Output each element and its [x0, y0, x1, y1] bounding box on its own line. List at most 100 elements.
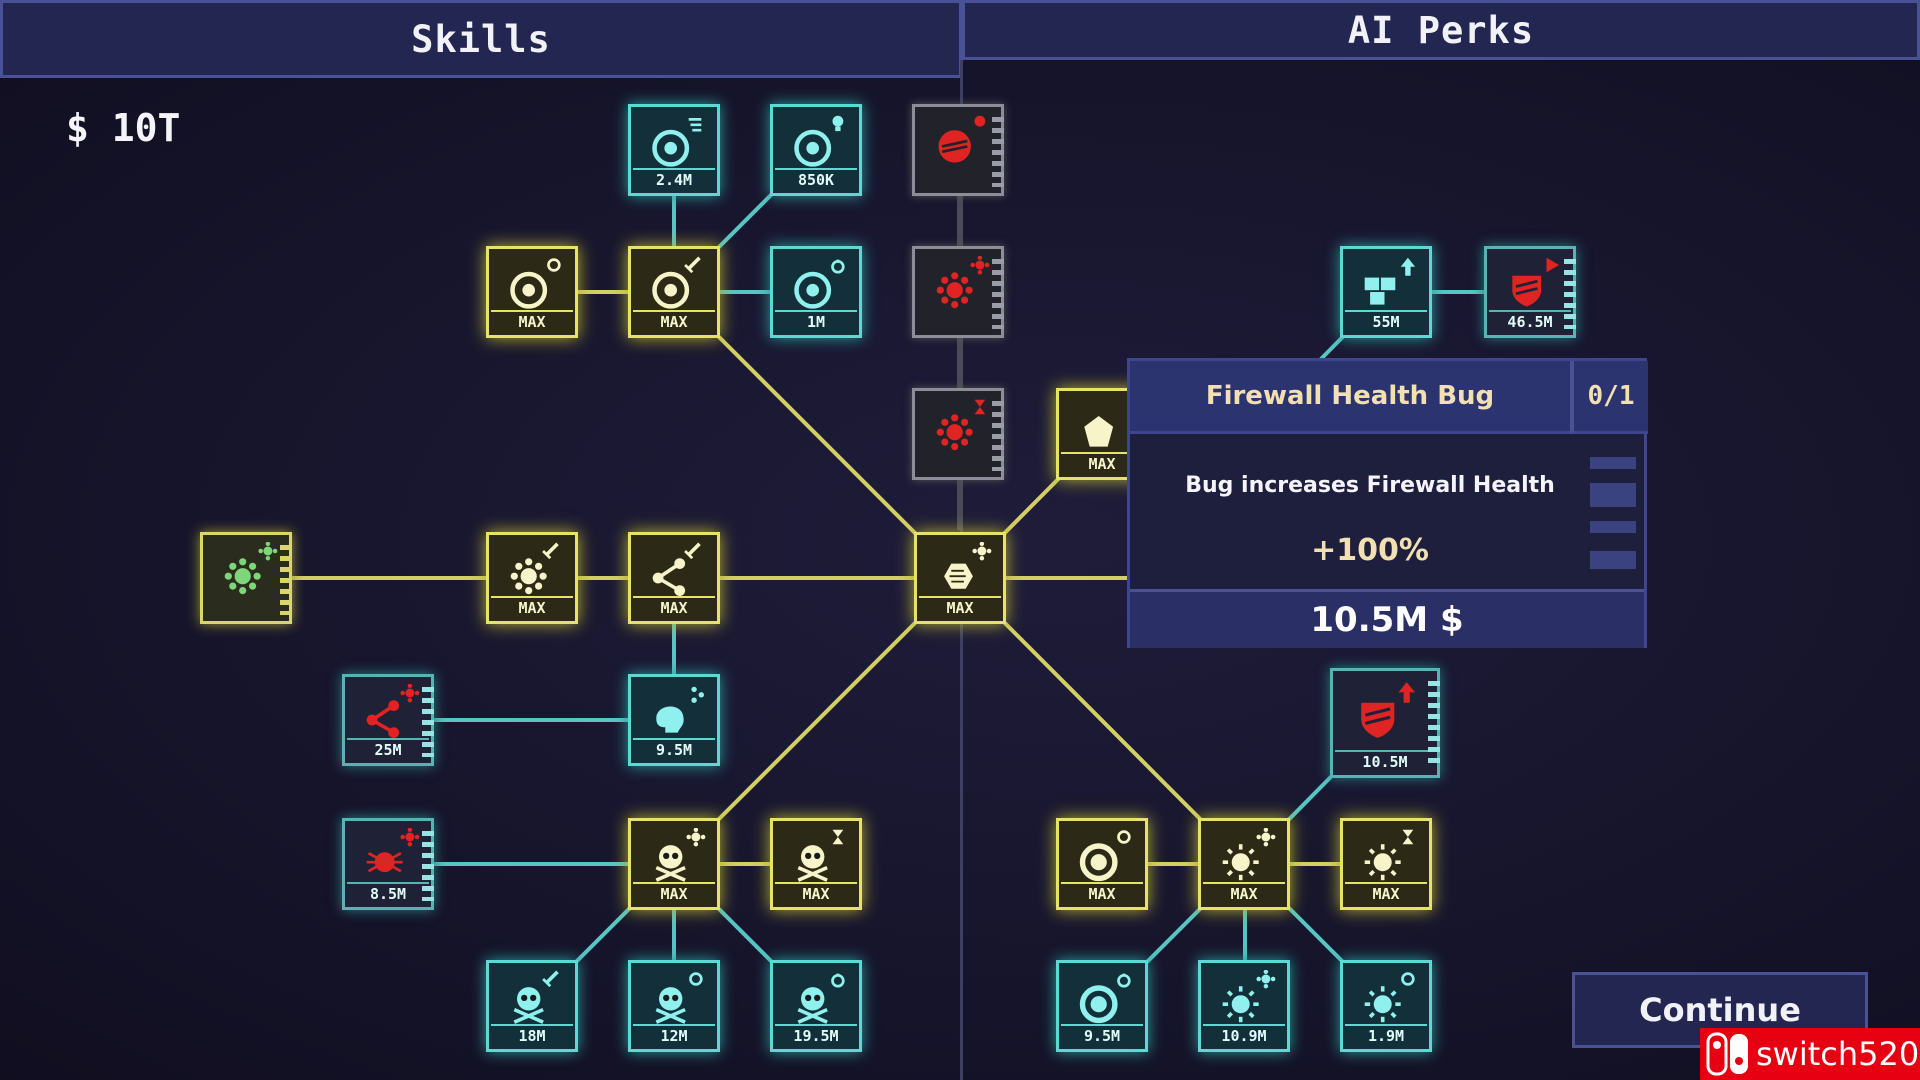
- perk-tooltip: Firewall Health Bug 0/1 Bug increases Fi…: [1127, 358, 1648, 648]
- skill-node-cost: 8.5M: [347, 882, 429, 905]
- locked-node-virus-hourglass-bug[interactable]: [912, 388, 1004, 480]
- locked-node-green-virus[interactable]: [200, 532, 292, 624]
- skill-node-cost: MAX: [919, 596, 1001, 619]
- green-virus-icon: [224, 541, 278, 594]
- perk-node-sun-hourglass[interactable]: MAX: [1340, 818, 1432, 910]
- sun-ring-small-icon: [1362, 971, 1415, 1024]
- tooltip-buy-cost[interactable]: 10.5M $: [1130, 589, 1644, 648]
- skill-node-skull-ring[interactable]: 12M: [628, 960, 720, 1052]
- skill-node-bug-share[interactable]: 25M: [342, 674, 434, 766]
- blocks-up-icon: [1364, 257, 1416, 305]
- node-stripes: [1428, 681, 1440, 769]
- share-sword-icon: [650, 541, 702, 596]
- core-hex-icon: [944, 541, 992, 589]
- currency-display: $ 10T: [66, 106, 180, 150]
- dollar-icon: $: [66, 106, 89, 150]
- sun-virus-small-icon: [1220, 969, 1276, 1024]
- skill-node-skull-timer[interactable]: 19.5M: [770, 960, 862, 1052]
- virus-sword-icon: [510, 541, 560, 594]
- bug-shield-icon: [938, 115, 986, 163]
- switch-logo-icon: [1706, 1032, 1748, 1076]
- skill-node-cost: MAX: [491, 310, 573, 333]
- skill-node-cost: MAX: [633, 310, 715, 333]
- locked-node-firewall-bug[interactable]: [912, 104, 1004, 196]
- skill-node-cost: MAX: [775, 882, 857, 905]
- skill-node-cost: MAX: [491, 596, 573, 619]
- skill-node-target-speed[interactable]: 2.4M: [628, 104, 720, 196]
- target-timer-icon: [788, 257, 845, 310]
- perk-node-sun-ring[interactable]: MAX: [1056, 818, 1148, 910]
- tooltip-title: Firewall Health Bug: [1130, 361, 1570, 434]
- bug-spider-icon: [366, 827, 420, 872]
- locked-node-virus-bug[interactable]: [912, 246, 1004, 338]
- perk-node-shield-bug-up[interactable]: 10.5M: [1330, 668, 1440, 778]
- skill-node-core[interactable]: MAX: [914, 532, 1006, 624]
- perk-node-sun-ring-small[interactable]: 1.9M: [1340, 960, 1432, 1052]
- skill-node-cost: 1M: [775, 310, 857, 333]
- sun-virus-icon: [1220, 827, 1276, 882]
- shield-bug-icon: [1512, 257, 1560, 306]
- node-stripes: [280, 545, 292, 615]
- skill-node-cost: 19.5M: [775, 1024, 857, 1047]
- perk-node-cost: 46.5M: [1489, 310, 1571, 333]
- skill-node-target-bulb[interactable]: 850K: [770, 104, 862, 196]
- skull-timer-icon: [796, 971, 845, 1024]
- skill-node-share-sword[interactable]: MAX: [628, 532, 720, 624]
- perk-node-cost: 1.9M: [1345, 1024, 1427, 1047]
- skill-node-cost: 25M: [347, 738, 429, 761]
- perk-node-cost: 10.9M: [1203, 1024, 1285, 1047]
- tooltip-deco-bar: [1590, 457, 1636, 469]
- tooltip-description: Bug increases Firewall Health: [1185, 473, 1555, 498]
- skull-virus-icon: [654, 827, 706, 882]
- target-bulb-icon: [788, 115, 844, 168]
- skill-node-cost: 9.5M: [633, 738, 715, 761]
- skill-node-target-ring[interactable]: MAX: [486, 246, 578, 338]
- perk-node-sun-timer[interactable]: 9.5M: [1056, 960, 1148, 1052]
- tooltip-deco-bar: [1590, 483, 1636, 507]
- node-stripes: [992, 117, 1004, 187]
- watermark: switch520: [1700, 1028, 1920, 1080]
- target-speed-icon: [646, 117, 702, 168]
- sun-ring-icon: [1079, 829, 1131, 881]
- node-stripes: [992, 401, 1004, 471]
- currency-amount: 10T: [111, 106, 181, 150]
- skill-node-target-timer[interactable]: 1M: [770, 246, 862, 338]
- skill-node-cost: MAX: [633, 596, 715, 619]
- perk-node-blocks-up[interactable]: 55M: [1340, 246, 1432, 338]
- skill-node-virus-sword[interactable]: MAX: [486, 532, 578, 624]
- skull-sword-icon: [512, 969, 560, 1024]
- watermark-text: switch520: [1756, 1035, 1920, 1073]
- gem-icon: [1084, 415, 1114, 447]
- node-stripes: [422, 831, 434, 901]
- sun-timer-icon: [1079, 971, 1131, 1023]
- tooltip-deco-bar: [1590, 521, 1636, 533]
- tab-ai-perks[interactable]: AI Perks: [962, 0, 1920, 60]
- tab-skills[interactable]: Skills: [0, 0, 962, 78]
- sun-hourglass-icon: [1362, 829, 1414, 882]
- skull-ring-icon: [654, 971, 703, 1024]
- skill-node-cost: 18M: [491, 1024, 573, 1047]
- tooltip-level-count: 0/1: [1570, 361, 1648, 434]
- node-stripes: [992, 259, 1004, 329]
- perk-node-shield-bug[interactable]: 46.5M: [1484, 246, 1576, 338]
- shield-bug-up-icon: [1361, 682, 1415, 738]
- node-stripes: [1564, 259, 1576, 329]
- bug-virus-hourglass-icon: [936, 399, 986, 450]
- skill-node-brain-share[interactable]: 9.5M: [628, 674, 720, 766]
- tooltip-deco-bar: [1590, 551, 1636, 569]
- skill-node-bug-spider[interactable]: 8.5M: [342, 818, 434, 910]
- brain-share-icon: [656, 686, 704, 733]
- perk-node-cost: MAX: [1345, 882, 1427, 905]
- skill-node-skull-hourglass[interactable]: MAX: [770, 818, 862, 910]
- skill-node-cost: 2.4M: [633, 168, 715, 191]
- skill-node-skull-sword[interactable]: 18M: [486, 960, 578, 1052]
- perk-node-sun-virus-small[interactable]: 10.9M: [1198, 960, 1290, 1052]
- skill-node-target-sword[interactable]: MAX: [628, 246, 720, 338]
- skill-node-cost: MAX: [633, 882, 715, 905]
- tooltip-value: +100%: [1311, 533, 1429, 568]
- bug-share-icon: [364, 683, 420, 738]
- perk-node-cost: MAX: [1203, 882, 1285, 905]
- perk-node-sun-virus[interactable]: MAX: [1198, 818, 1290, 910]
- skill-node-skull-virus[interactable]: MAX: [628, 818, 720, 910]
- bug-virus-icon: [936, 255, 990, 308]
